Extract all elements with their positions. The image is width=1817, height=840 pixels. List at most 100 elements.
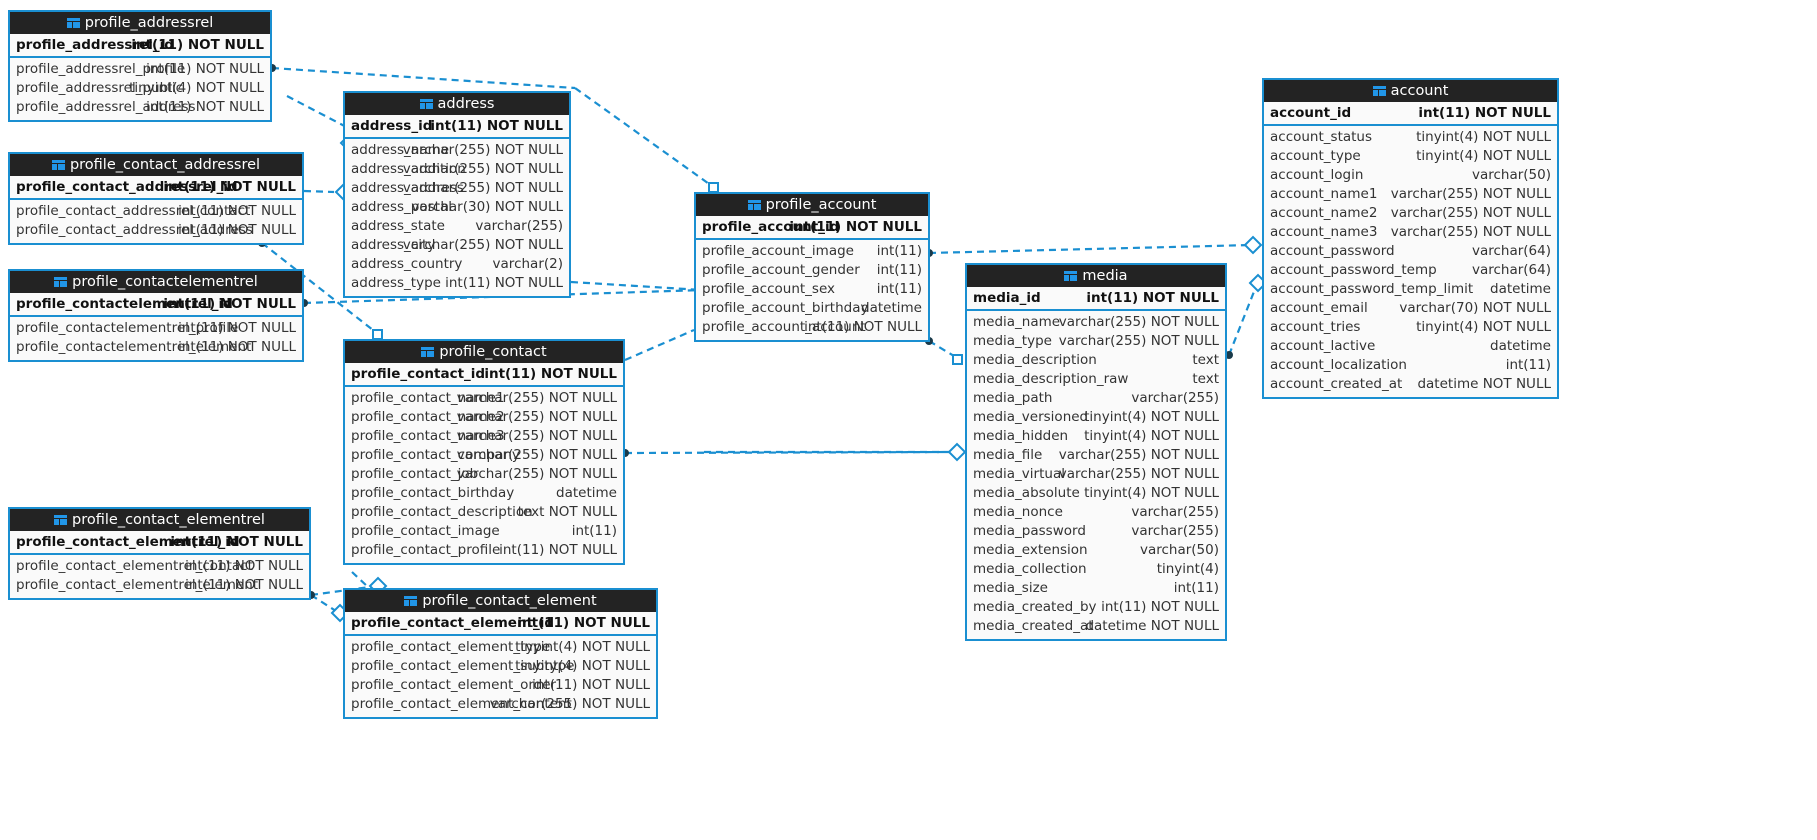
table-header-profile_contact_elementrel[interactable]: profile_contact_elementrel [10,509,309,531]
table-header-profile_contactelementrel[interactable]: profile_contactelementrel [10,271,302,293]
table-header-profile_contact[interactable]: profile_contact [345,341,623,363]
table-header-profile_account[interactable]: profile_account [696,194,928,216]
table-header-media[interactable]: media [967,265,1225,287]
table-header-profile_contact_element[interactable]: profile_contact_element [345,590,656,612]
column-name: media_created_at [973,618,1094,634]
table-header-account[interactable]: account [1264,80,1557,102]
table-header-profile_contact_addressrel[interactable]: profile_contact_addressrel [10,154,302,176]
relation-account-media [928,340,960,360]
table-header-profile_addressrel[interactable]: profile_addressrel [10,12,270,34]
table-header-address[interactable]: address [345,93,569,115]
column-name: media_description [973,352,1097,368]
